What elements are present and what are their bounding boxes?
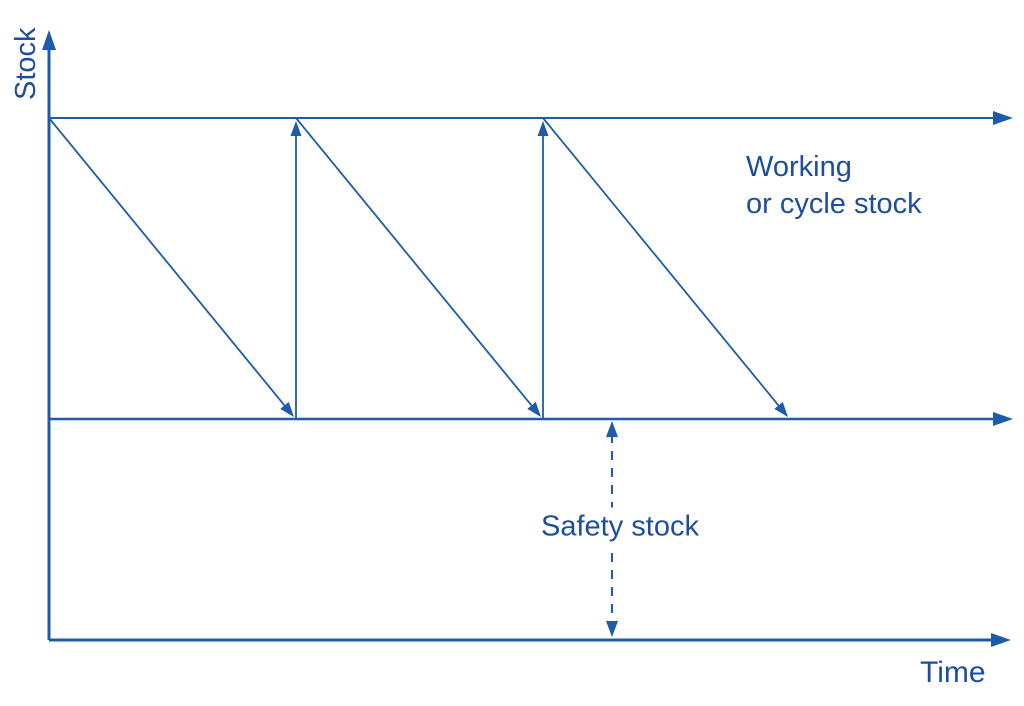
depletion-arrow-2 <box>295 117 542 418</box>
working-cycle-stock-label-line2: or cycle stock <box>746 188 922 220</box>
depletion-arrow-3 <box>542 117 789 418</box>
safety-band-arrow-down-icon <box>606 621 618 637</box>
safety-band-arrow-up-icon <box>606 421 618 437</box>
y-axis-label: Stock <box>10 27 42 100</box>
working-cycle-stock-label-line1: Working <box>746 151 852 183</box>
safety-stock-label: Safety stock <box>532 507 708 547</box>
working-cycle-stock-label: Working or cycle stock <box>746 149 922 223</box>
x-axis-label: Time <box>920 656 986 689</box>
depletion-arrow-1 <box>48 117 295 418</box>
